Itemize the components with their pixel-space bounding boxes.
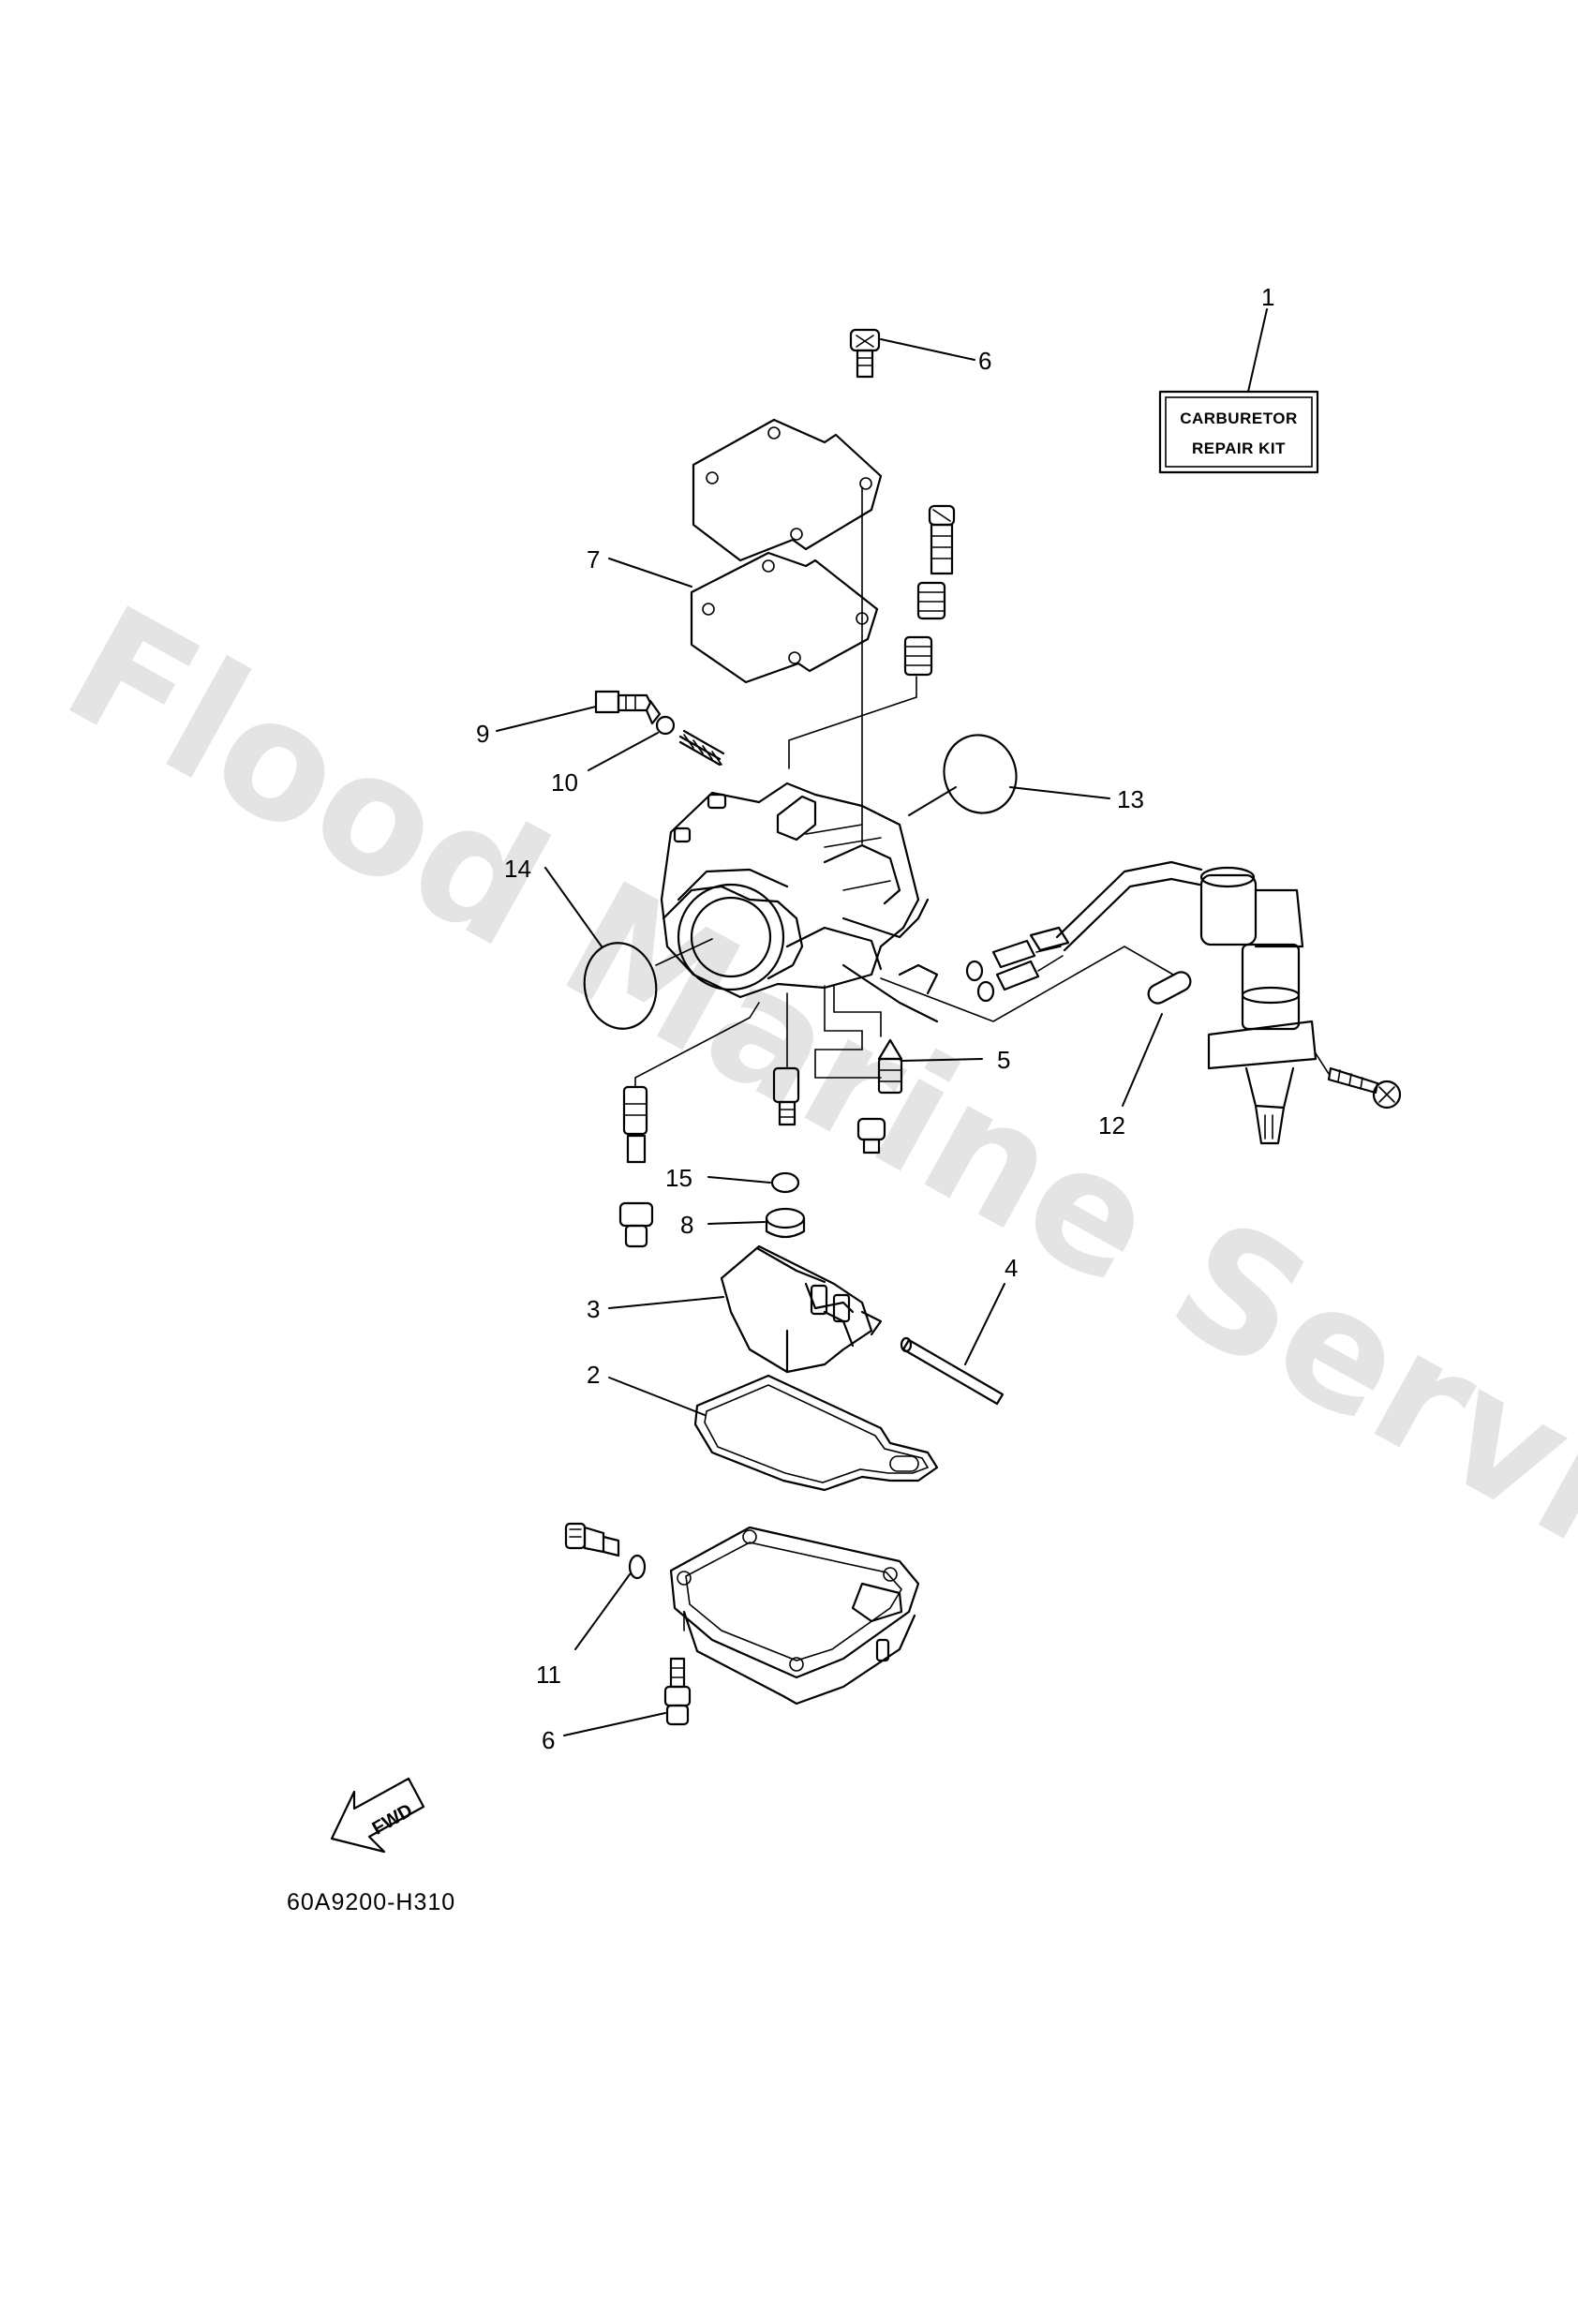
o-ring-13 (943, 734, 1018, 814)
callout-12: 12 (1098, 1111, 1125, 1140)
kit-box-line1: CARBURETOR (1180, 410, 1298, 427)
kit-box-line2: REPAIR KIT (1192, 439, 1286, 457)
solenoid-assembly (965, 860, 1402, 1145)
o-ring-15 (770, 1171, 800, 1194)
repair-kit-box: CARBURETOR REPAIR KIT (1158, 390, 1319, 474)
callout-14: 14 (504, 855, 531, 883)
gasket-12 (1147, 971, 1192, 1005)
callout-13: 13 (1117, 785, 1144, 813)
float-chamber (669, 1526, 920, 1706)
float-pin-4 (900, 1336, 1005, 1406)
callout-4: 4 (1005, 1254, 1018, 1282)
plug-8 (765, 1207, 806, 1239)
idle-screw-9 (594, 690, 662, 725)
top-screw (849, 328, 881, 379)
o-ring-14 (583, 942, 658, 1030)
pilot-jet (622, 1085, 648, 1164)
gasket-7 (690, 551, 879, 684)
cover-plate (692, 418, 883, 562)
jet-screw-center (856, 1117, 886, 1155)
fwd-arrow-icon: FWD (330, 1777, 425, 1854)
watermark: Flood Marine Services (37, 571, 1578, 1728)
fwd-label: FWD (369, 1800, 416, 1840)
callout-8: 8 (680, 1211, 693, 1239)
callout-2: 2 (587, 1361, 600, 1389)
gasket-2 (693, 1374, 939, 1492)
carburetor-body (660, 782, 939, 1023)
drain-screw-11 (564, 1522, 620, 1557)
bottom-screw (663, 1657, 692, 1726)
main-jet (772, 1066, 800, 1126)
float-3 (720, 1244, 883, 1374)
callout-5: 5 (997, 1046, 1010, 1074)
pilot-screw-assembly (903, 504, 956, 677)
o-ring-11 (628, 1554, 647, 1580)
drain-screw-left (618, 1201, 654, 1248)
callout-6-top: 6 (978, 347, 991, 375)
needle-valve-5 (877, 1038, 903, 1095)
callout-7: 7 (587, 545, 600, 574)
callout-6-bottom: 6 (542, 1726, 555, 1754)
callout-11: 11 (536, 1661, 561, 1689)
drawing-code: 60A9200-H310 (287, 1889, 455, 1915)
callout-15: 15 (665, 1164, 692, 1192)
idle-spring (678, 729, 725, 767)
callout-1: 1 (1261, 283, 1274, 311)
callout-9: 9 (476, 720, 489, 748)
o-ring-10 (655, 715, 676, 736)
callout-10: 10 (551, 768, 578, 797)
callout-3: 3 (587, 1295, 600, 1323)
